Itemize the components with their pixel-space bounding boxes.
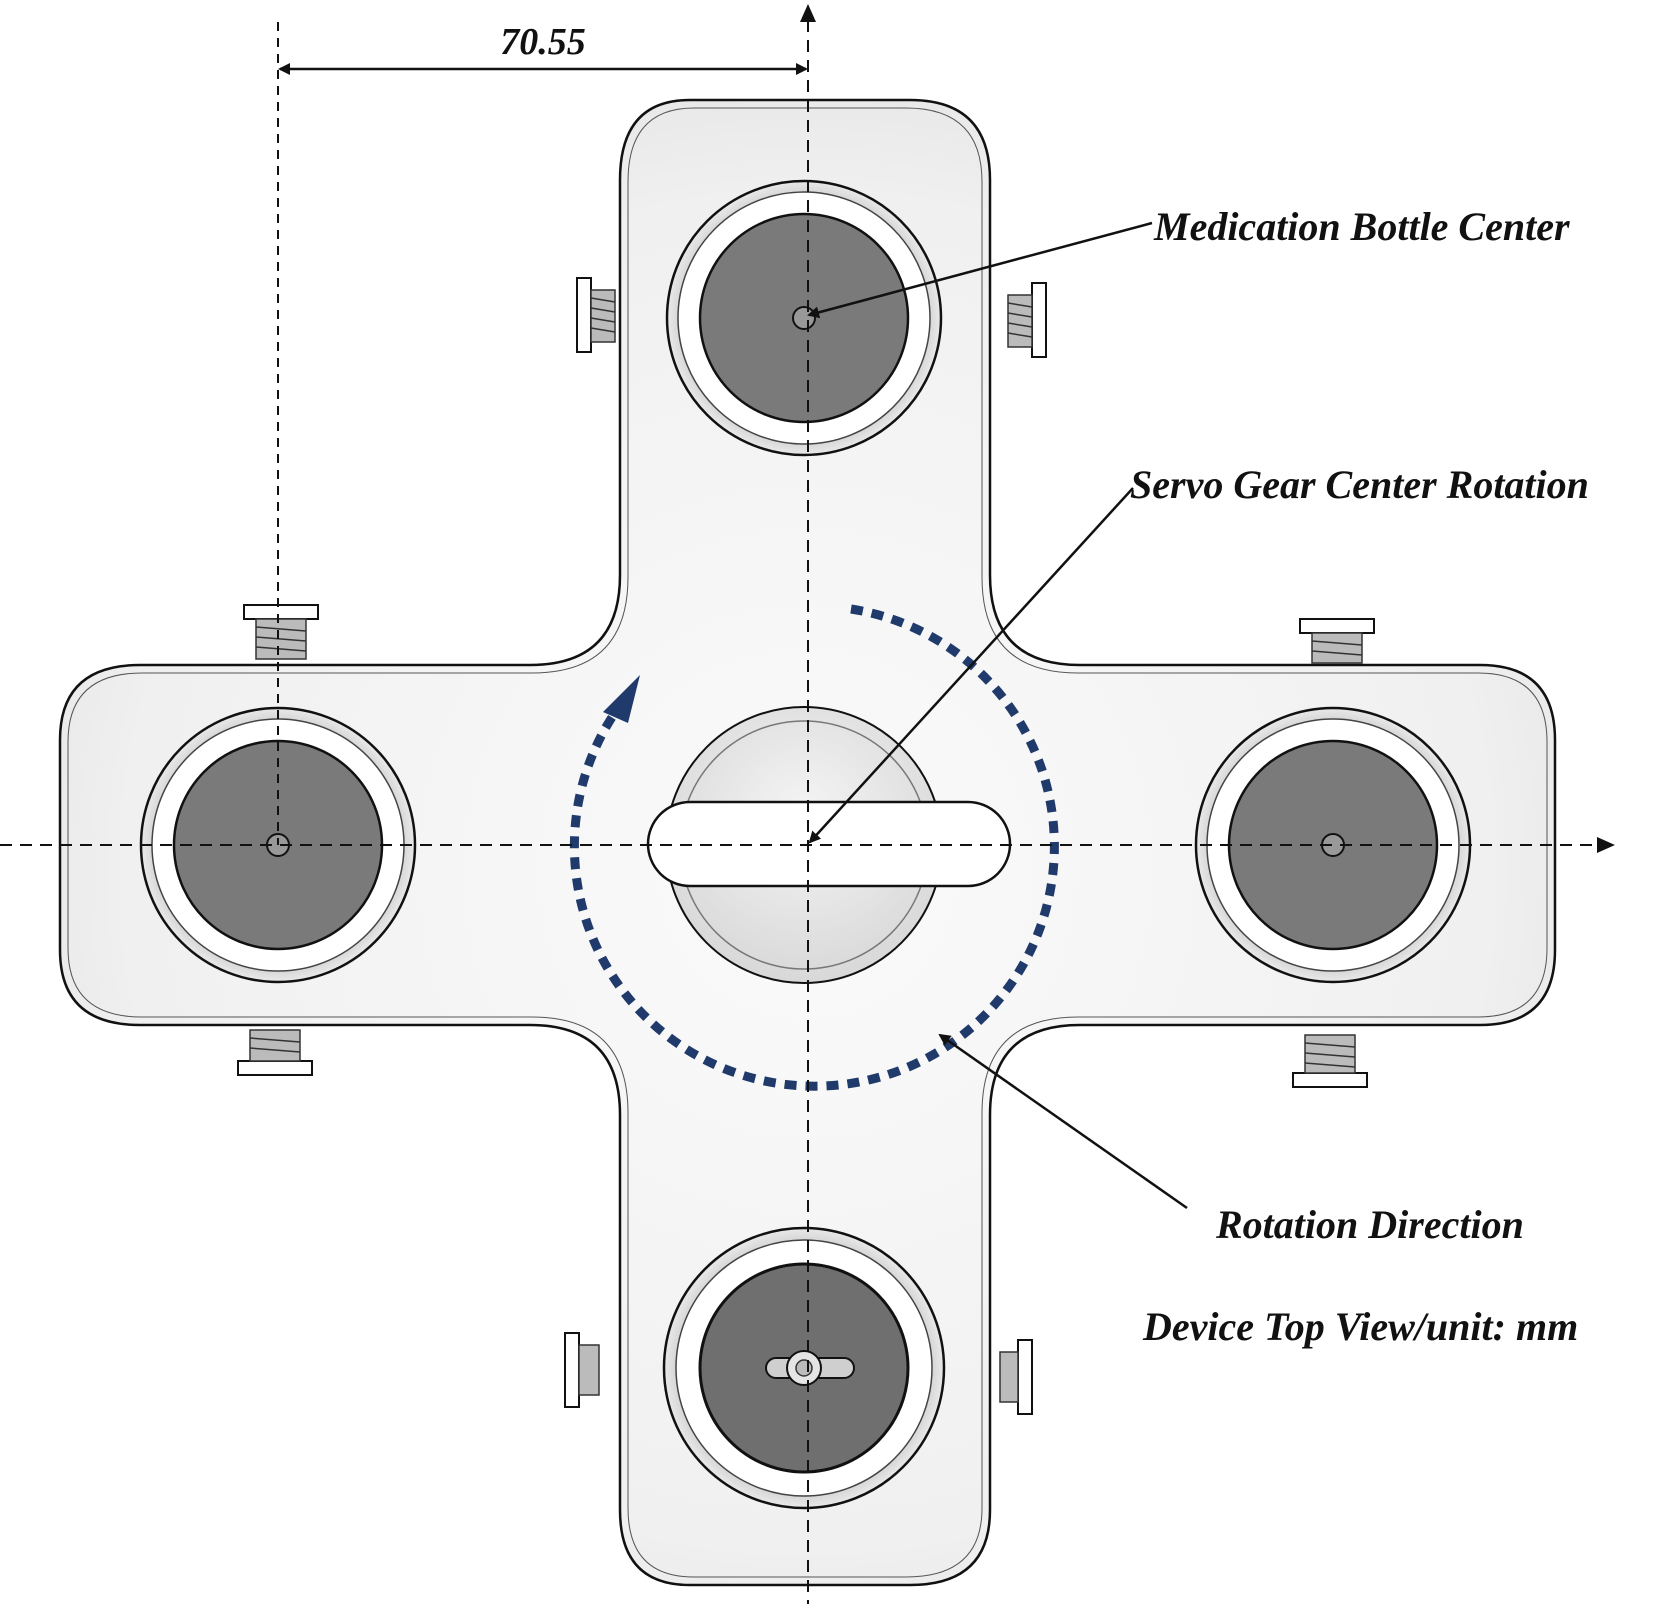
label-rotation-direction: Rotation Direction	[1215, 1202, 1524, 1247]
leader-rotation-direction	[938, 1033, 1188, 1210]
thumb-screw-bottom-right	[999, 1339, 1033, 1415]
thumb-screw-top-right	[1007, 282, 1047, 358]
label-medication-bottle-center: Medication Bottle Center	[1153, 204, 1570, 249]
thumb-screw-left-upper	[243, 604, 319, 660]
dimension-70-55: 70.55	[278, 21, 808, 75]
thumb-screw-right-lower	[1292, 1034, 1368, 1088]
vertical-axis-arrowhead	[800, 4, 816, 22]
thumb-screw-top-left	[576, 277, 616, 353]
rotation-direction-arc	[569, 604, 1059, 1091]
bottle-holder-bottom	[662, 1226, 946, 1510]
label-servo-gear-center-rotation: Servo Gear Center Rotation	[1130, 462, 1589, 507]
diagram-caption: Device Top View/unit: mm	[1142, 1304, 1578, 1349]
bottle-holder-top	[665, 179, 943, 457]
leader-servo-center	[808, 487, 1134, 844]
rotation-arrowhead	[603, 675, 640, 723]
thumb-screw-bottom-left	[564, 1332, 600, 1408]
thumb-screw-right-upper	[1299, 618, 1375, 664]
horizontal-axis-arrowhead	[1597, 837, 1615, 853]
leader-bottle-center	[807, 221, 1153, 319]
dimension-value: 70.55	[500, 21, 586, 63]
thumb-screw-left-lower	[237, 1029, 313, 1076]
bottle-holder-right	[1194, 706, 1472, 984]
device-body-inner-edge	[67, 107, 1548, 1578]
